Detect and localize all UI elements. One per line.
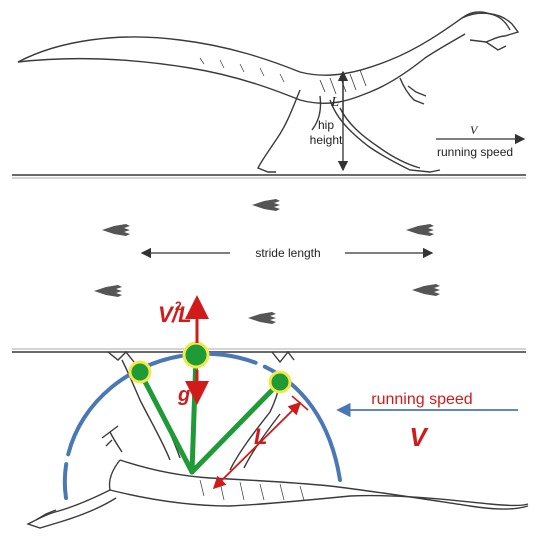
hip-height-label-1: hip (318, 118, 334, 132)
footprint (406, 224, 434, 236)
top-speed-symbol: V (470, 123, 479, 137)
footprint (94, 285, 122, 297)
top-speed-label: running speed (437, 145, 513, 159)
leg-vectors (140, 355, 280, 472)
stride-length-label: stride length (255, 246, 320, 260)
footprint (412, 284, 440, 296)
hip-marker-left (130, 362, 150, 382)
gravity-label: g (177, 384, 190, 406)
hip-marker-right (270, 372, 290, 392)
hip-trajectory-arc (65, 354, 340, 498)
centripetal-label-rest: /L (171, 302, 192, 327)
hip-marker-top (184, 343, 208, 367)
hip-height-symbol: L (330, 95, 339, 110)
footprint (252, 199, 280, 211)
footprint (248, 312, 276, 324)
footprints (94, 199, 440, 324)
bottom-speed-label: running speed (371, 391, 472, 408)
hip-height-label-2: height (310, 133, 343, 147)
bottom-speed-symbol: V (409, 422, 429, 452)
footprint (102, 224, 130, 236)
leg-length-label: L (254, 424, 267, 449)
